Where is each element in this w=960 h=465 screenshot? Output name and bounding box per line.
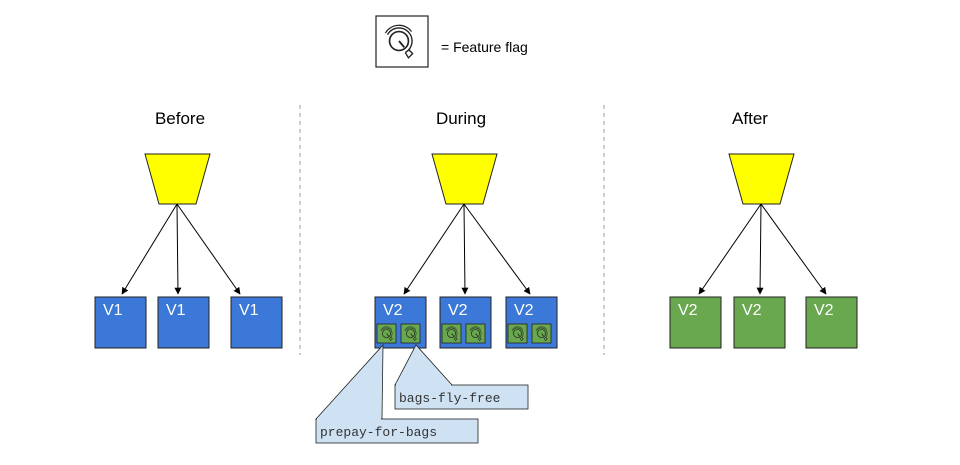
arrow: [756, 203, 764, 295]
legend: = Feature flag: [375, 15, 528, 68]
server-box: V1: [230, 296, 283, 349]
feature-flag-icon: [507, 323, 528, 344]
feature-flag-icon: [400, 323, 421, 344]
feature-flag-icon: [531, 323, 552, 344]
feature-flag-icon: [465, 323, 486, 344]
section-title: Before: [155, 109, 205, 128]
arrow: [176, 203, 241, 295]
svg-text:V2: V2: [814, 302, 834, 319]
flag-callout-bags-fly-free: bags-fly-free: [394, 344, 529, 410]
server-box: V2: [669, 296, 722, 349]
arrow: [403, 203, 465, 295]
svg-text:V2: V2: [678, 302, 698, 319]
svg-text:V1: V1: [103, 302, 123, 319]
section-title: After: [732, 109, 768, 128]
svg-text:V1: V1: [166, 302, 186, 319]
arrow: [698, 203, 762, 295]
feature-flag-icon: [376, 323, 397, 344]
svg-text:V2: V2: [383, 302, 403, 319]
arrow: [760, 203, 827, 295]
server-box: V2: [805, 296, 858, 349]
arrow: [121, 203, 178, 295]
server-box: V2: [439, 296, 492, 349]
flag-name: bags-fly-free: [399, 391, 500, 406]
load-balancer: [431, 153, 498, 205]
server-box: V1: [94, 296, 147, 349]
legend-icon-box: [375, 15, 429, 68]
svg-text:V2: V2: [448, 302, 468, 319]
legend-label: = Feature flag: [441, 39, 528, 55]
arrow: [174, 203, 182, 295]
flag-name: prepay-for-bags: [320, 425, 437, 440]
server-box: V1: [157, 296, 210, 349]
section-title: During: [436, 109, 486, 128]
arrow: [463, 203, 531, 295]
arrow: [461, 203, 469, 295]
svg-text:V1: V1: [239, 302, 259, 319]
load-balancer: [144, 153, 211, 205]
server-box: V2: [733, 296, 786, 349]
load-balancer: [728, 153, 795, 205]
section-during: During V2 V2: [315, 109, 558, 444]
section-after: After V2 V2 V2: [669, 109, 858, 349]
svg-text:V2: V2: [742, 302, 762, 319]
server-box: V2: [505, 296, 558, 349]
flag-callout-prepay-for-bags: prepay-for-bags: [315, 343, 479, 444]
server-box: V2: [374, 296, 427, 349]
svg-text:V2: V2: [514, 302, 534, 319]
feature-flag-icon: [441, 323, 462, 344]
section-before: Before V1 V1 V1: [94, 109, 283, 349]
